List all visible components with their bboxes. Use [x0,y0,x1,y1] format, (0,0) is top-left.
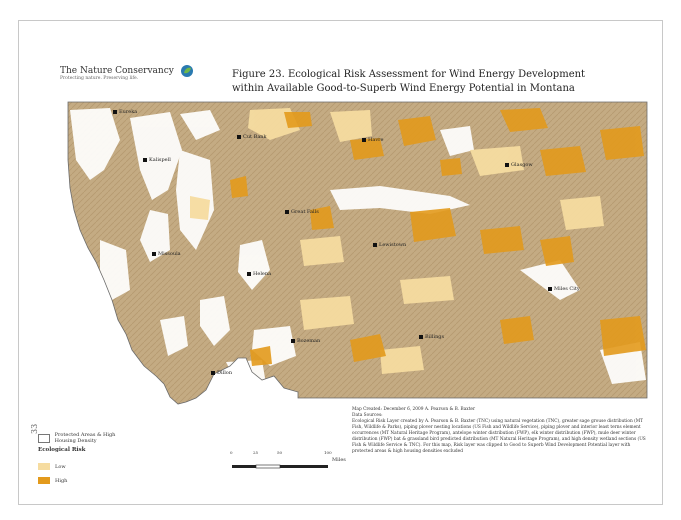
city-dot-icon [247,272,251,276]
protected-swatch [38,433,50,443]
state-fill [68,102,647,404]
city-marker: Helena [247,271,271,277]
city-label: Great Falls [291,209,319,215]
map-notes: Map Created: December 6, 2009 A. Pearson… [352,407,652,455]
city-dot-icon [113,110,117,114]
title-line-1: Figure 23. Ecological Risk Assessment fo… [232,69,586,80]
city-dot-icon [373,243,377,247]
org-logo: The Nature Conservancy Protecting nature… [60,64,194,81]
city-marker: Eureka [113,109,137,115]
city-label: Bozeman [297,338,321,344]
high-swatch [38,477,50,484]
city-dot-icon [143,158,147,162]
city-marker: Cut Bank [237,134,267,140]
city-label: Helena [253,271,272,277]
city-marker: Great Falls [285,209,319,215]
scale-bar-graphic [232,464,328,469]
legend-protected-label: Protected Areas & High Housing Density [54,432,116,444]
notes-sources-heading: Data Sources: [352,413,383,418]
legend-protected: Protected Areas & High Housing Density [38,432,138,444]
city-marker: Glasgow [505,162,533,168]
scale-tick: 0 [230,450,233,455]
city-marker: Lewistown [373,242,406,248]
city-marker: Kalispell [143,157,171,163]
city-label: Glasgow [511,162,533,168]
legend-heading: Ecological Risk [38,447,86,453]
city-marker: Bozeman [291,338,320,344]
city-label: Lewistown [379,242,407,248]
city-label: Kalispell [149,157,171,163]
legend-high-label: High [55,477,68,484]
city-dot-icon [152,252,156,256]
scale-tick: 50 [277,450,283,455]
title-line-2: within Available Good-to-Superb Wind Ene… [232,83,575,94]
city-label: Eureka [119,109,138,115]
scale-bar: 0 25 50 100 Miles [230,450,372,475]
city-marker: Havre [362,137,384,143]
city-dot-icon [285,210,289,214]
city-label: Cut Bank [243,134,267,140]
leaf-globe-icon [180,65,193,77]
notes-created: Map Created: December 6, 2009 A. Pearson… [352,407,476,412]
city-marker: Miles City [548,286,580,292]
city-marker: Billings [419,334,444,340]
org-tagline: Protecting nature. Preserving life. [60,76,139,81]
city-label: Billings [425,334,445,340]
notes-body: Ecological Risk Layer created by A. Pear… [352,419,646,454]
city-label: Missoula [158,251,181,257]
city-label: Dillon [217,370,233,376]
city-dot-icon [237,135,241,139]
city-dot-icon [548,287,552,291]
city-dot-icon [419,335,423,339]
legend-low-label: Low [55,463,66,470]
legend-low: Low [38,463,66,470]
legend-high: High [38,477,67,484]
scale-tick: 100 [324,450,332,455]
city-dot-icon [362,138,366,142]
city-dot-icon [211,371,215,375]
scale-tick: 25 [253,450,259,455]
org-name: The Nature Conservancy [60,66,174,76]
city-marker: Dillon [211,370,232,376]
city-marker: Missoula [152,251,181,257]
city-label: Havre [368,137,384,143]
city-dot-icon [505,163,509,167]
city-dot-icon [291,339,295,343]
low-swatch [38,463,50,470]
city-label: Miles City [554,286,580,292]
figure-title: Figure 23. Ecological Risk Assessment fo… [232,68,612,96]
scale-unit: Miles [332,457,346,463]
